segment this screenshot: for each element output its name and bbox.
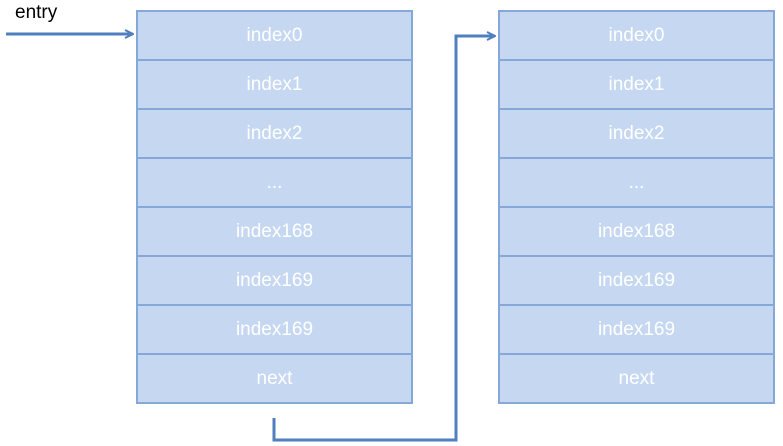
cell-ellipsis: ... (498, 157, 775, 208)
cell-ellipsis: ... (136, 157, 413, 208)
cell-index1: index1 (498, 59, 775, 110)
array-block-first: index0 index1 index2 ... index168 index1… (136, 10, 413, 404)
cell-index169-repeat: index169 (498, 304, 775, 355)
cell-index169: index169 (136, 255, 413, 306)
cell-index2: index2 (498, 108, 775, 159)
cell-index169: index169 (498, 255, 775, 306)
cell-index168: index168 (498, 206, 775, 257)
entry-label: entry (15, 2, 58, 23)
cell-next: next (498, 353, 775, 404)
cell-index169-repeat: index169 (136, 304, 413, 355)
cell-next: next (136, 353, 413, 404)
cell-index0: index0 (498, 10, 775, 61)
cell-index168: index168 (136, 206, 413, 257)
array-block-second: index0 index1 index2 ... index168 index1… (498, 10, 775, 404)
cell-index1: index1 (136, 59, 413, 110)
cell-index2: index2 (136, 108, 413, 159)
cell-index0: index0 (136, 10, 413, 61)
next-pointer-arrow (272, 36, 495, 442)
